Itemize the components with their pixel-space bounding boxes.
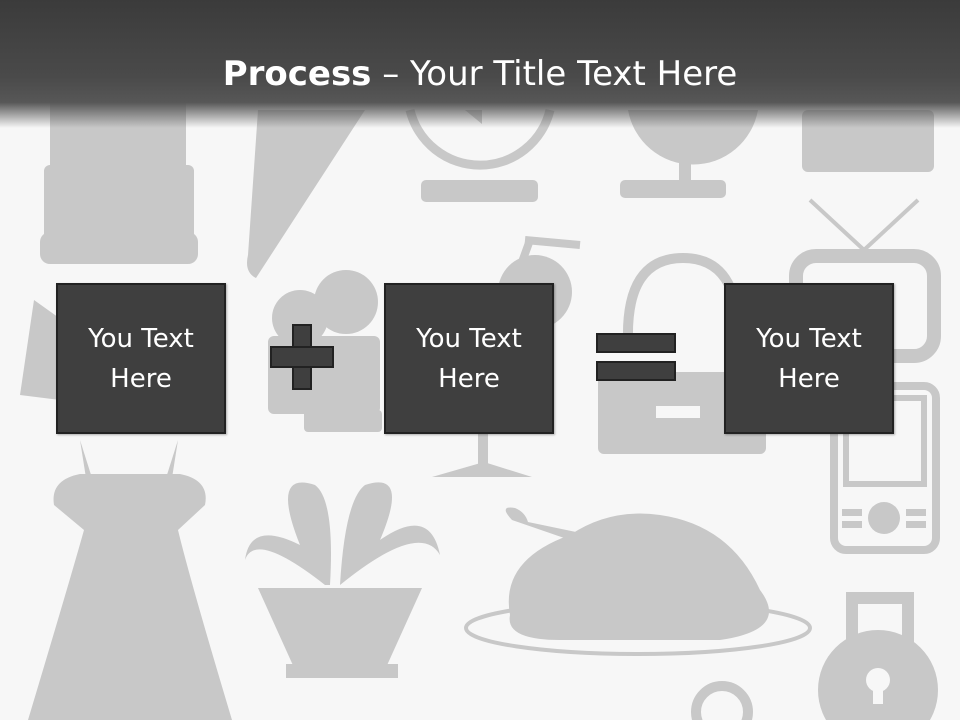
text-box-3[interactable]: You Text Here	[724, 283, 894, 434]
slide-title: Process – Your Title Text Here	[0, 52, 960, 96]
equals-icon-bottom	[596, 361, 676, 381]
text-box-2-label: You Text Here	[416, 323, 522, 394]
title-bar: Process – Your Title Text Here	[0, 0, 960, 128]
title-bold: Process	[222, 54, 372, 94]
title-rest: – Your Title Text Here	[371, 54, 738, 94]
text-box-1-label: You Text Here	[88, 323, 194, 394]
plant-icon	[245, 482, 440, 678]
equals-icon-top	[596, 333, 676, 353]
plus-icon-bar	[270, 346, 334, 368]
ring-icon	[691, 681, 753, 720]
padlock-icon	[818, 592, 938, 720]
text-box-2[interactable]: You Text Here	[384, 283, 554, 434]
text-box-1[interactable]: You Text Here	[56, 283, 226, 434]
dress-icon	[28, 440, 232, 720]
text-box-3-label: You Text Here	[756, 323, 862, 394]
roast-turkey-icon	[464, 507, 812, 656]
ice-cream-cone-icon	[247, 110, 365, 278]
